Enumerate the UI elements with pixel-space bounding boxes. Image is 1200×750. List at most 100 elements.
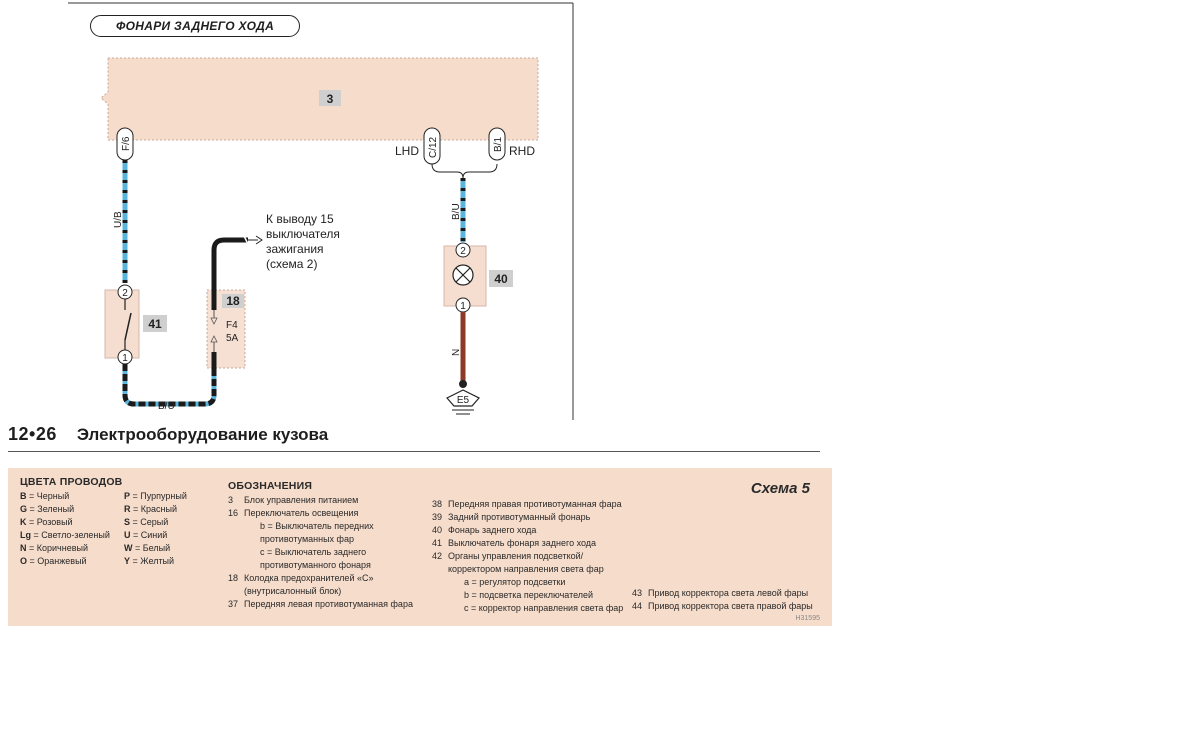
designation-text: b = подсветка переключателей: [464, 590, 594, 600]
designation-number: [432, 602, 448, 615]
designation-number: 44: [632, 601, 643, 611]
designation-number: 3: [228, 495, 234, 505]
wire-color-name: Оранжевый: [37, 556, 87, 566]
designation-number: 16: [228, 508, 239, 518]
wire-color-item: R = Красный: [124, 504, 177, 514]
designation-text: Привод корректора света левой фары: [648, 588, 809, 598]
designation-number: [228, 585, 244, 598]
svg-text:2: 2: [460, 246, 466, 257]
designation-text: противотуманных фар: [260, 534, 354, 544]
designation-text: корректором направления света фар: [448, 564, 604, 574]
terminal-b1: B/1: [488, 127, 506, 161]
wire-color-code: Y: [124, 556, 131, 566]
wire-color-code: U: [124, 530, 131, 540]
designation-text: a = регулятор подсветки: [464, 577, 566, 587]
designation-item: 18 Колодка предохранителей «С»: [228, 572, 413, 585]
designation-text: Переключатель освещения: [244, 508, 359, 518]
wire-color-item: Lg = Светло-зеленый: [20, 530, 110, 540]
ignition-note: К выводу 15 выключателя зажигания (схема…: [266, 212, 340, 271]
wire-color-code: K: [20, 517, 27, 527]
designation-number: 42: [432, 551, 443, 561]
designation-number: 38: [432, 499, 443, 509]
svg-text:41: 41: [148, 317, 162, 331]
diagram-title: ФОНАРИ ЗАДНЕГО ХОДА: [90, 15, 300, 37]
designation-item: 3 Блок управления питанием: [228, 494, 413, 507]
designations-col-1: 3 Блок управления питанием 16 Переключатель…: [228, 494, 413, 611]
wire-color-code: Lg: [20, 530, 31, 540]
svg-text:40: 40: [494, 272, 508, 286]
svg-text:F/6: F/6: [121, 136, 132, 151]
wire-ub-label: U/B: [113, 211, 124, 228]
wire-color-name: Серый: [140, 517, 169, 527]
designation-number: 39: [432, 512, 443, 522]
wire-color-code: O: [20, 556, 28, 566]
wire-color-item: O = Оранжевый: [20, 556, 87, 566]
designation-item: 16 Переключатель освещения: [228, 507, 413, 520]
wire-colors-title: ЦВЕТА ПРОВОДОВ: [20, 476, 123, 488]
wire-color-item: N = Коричневый: [20, 543, 88, 553]
designation-text: Колодка предохранителей «С»: [244, 573, 374, 583]
designation-text: Задний противотуманный фонарь: [448, 512, 591, 522]
wire-color-name: Розовый: [36, 517, 73, 527]
svg-text:E5: E5: [457, 395, 470, 406]
svg-text:C/12: C/12: [428, 136, 439, 158]
wire-color-name: Белый: [142, 543, 171, 553]
designation-number: 40: [432, 525, 443, 535]
designation-item: b = Выключатель передних: [228, 520, 413, 533]
wire-bu-label: B/U: [158, 401, 175, 412]
designation-text: Блок управления питанием: [244, 495, 359, 505]
designation-text: Передняя правая противотуманная фара: [448, 499, 622, 509]
wire-color-code: P: [124, 491, 131, 501]
terminal-f6: F/6: [116, 127, 134, 161]
page-title: Электрооборудование кузова: [76, 425, 329, 444]
designation-item: b = подсветка переключателей: [432, 589, 623, 602]
designation-number: 18: [228, 573, 239, 583]
svg-text:1: 1: [460, 301, 466, 312]
designation-number: [432, 563, 448, 576]
terminal-c12: C/12: [423, 127, 441, 165]
wire-color-item: G = Зеленый: [20, 504, 75, 514]
designation-item: 43 Привод корректора света левой фары: [632, 587, 813, 600]
designation-number: [432, 576, 448, 589]
svg-text:1: 1: [122, 353, 128, 364]
designation-number: [228, 546, 244, 559]
designation-number: [432, 589, 448, 602]
wire-color-name: Желтый: [140, 556, 175, 566]
designation-number: [228, 520, 244, 533]
designation-item: противотуманных фар: [228, 533, 413, 546]
designation-text: Фонарь заднего хода: [448, 525, 537, 535]
designation-number: 41: [432, 538, 443, 548]
designation-item: 39 Задний противотуманный фонарь: [432, 511, 623, 524]
designation-item: корректором направления света фар: [432, 563, 623, 576]
designation-text: b = Выключатель передних: [260, 521, 374, 531]
designation-item: a = регулятор подсветки: [432, 576, 623, 589]
wire-color-item: Y = Желтый: [124, 556, 175, 566]
lamp-40: 2 1 40: [443, 242, 513, 313]
designation-text: c = корректор направления света фар: [464, 603, 624, 613]
wire-n-label: N: [451, 349, 462, 356]
designations-col-2: 38 Передняя правая противотуманная фара 39…: [432, 498, 623, 615]
wire-color-item: K = Розовый: [20, 517, 73, 527]
designation-item: 38 Передняя правая противотуманная фара: [432, 498, 623, 511]
svg-text:18: 18: [226, 294, 240, 308]
designation-text: Органы управления подсветкой/: [448, 551, 584, 561]
wire-color-code: B: [20, 491, 27, 501]
rhd-label: RHD: [509, 144, 535, 158]
wire-color-name: Пурпурный: [140, 491, 187, 501]
designation-text: Передняя левая противотуманная фара: [244, 599, 413, 609]
ground-e5: E5: [446, 380, 480, 415]
designation-item: 42 Органы управления подсветкой/: [432, 550, 623, 563]
wire-color-name: Коричневый: [36, 543, 88, 553]
page-header: 12•26 Электрооборудование кузова: [8, 424, 820, 448]
designation-number: 43: [632, 588, 643, 598]
designation-text: (внутрисалонный блок): [244, 586, 342, 596]
wire-color-item: S = Серый: [124, 517, 169, 527]
svg-text:2: 2: [122, 288, 128, 299]
svg-text:3: 3: [327, 92, 334, 106]
